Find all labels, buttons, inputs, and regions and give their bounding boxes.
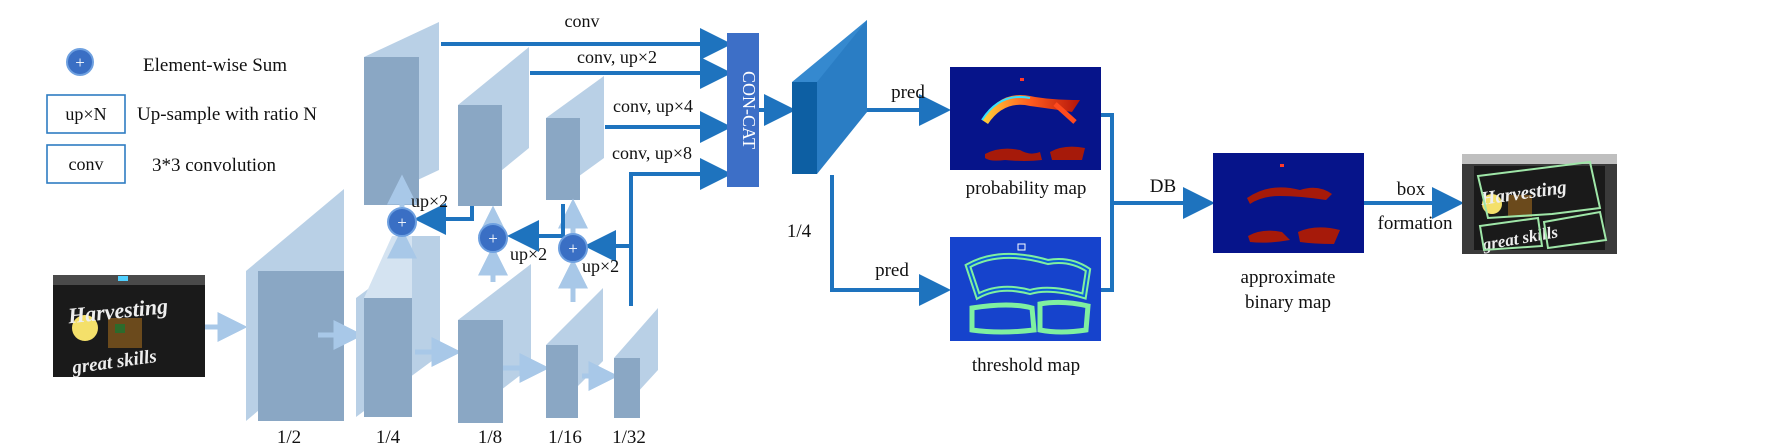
- fpn-block-3: [546, 76, 604, 200]
- binary-map-image: [1213, 153, 1364, 253]
- backbone-block-1-32: [614, 308, 658, 418]
- threshold-map-caption: threshold map: [972, 355, 1080, 376]
- sum-icon-plus: +: [75, 53, 85, 72]
- topdown-arrow-3: [414, 203, 474, 235]
- pred-arrow-bottom: [830, 175, 951, 306]
- fused-feature-block: [792, 20, 867, 174]
- pred-label-top: pred: [891, 82, 925, 103]
- legend-upsample-label: Up-sample with ratio N: [137, 104, 317, 125]
- probability-map-image: [950, 67, 1101, 170]
- sum-node-1-plus: +: [397, 213, 407, 232]
- sum-node-3-plus: +: [568, 239, 578, 258]
- fpn-block-2: [458, 47, 529, 206]
- concat-label-conv-up8: conv, up×8: [612, 143, 692, 163]
- output-image: Harvesting great skills: [1462, 154, 1617, 254]
- backbone-block-1-4: [356, 236, 440, 417]
- scale-label-1-32: 1/32: [612, 427, 646, 447]
- fpn-block-1: [364, 22, 439, 205]
- pred-label-bottom: pred: [875, 260, 909, 281]
- db-bracket-top: [1101, 113, 1114, 203]
- scale-label-1-2: 1/2: [277, 427, 301, 447]
- conv-legend-box: [46, 144, 126, 184]
- sum-node-3-circle: [558, 233, 588, 263]
- concat-label-conv-up4: conv, up×4: [613, 96, 693, 116]
- concat-arrow-conv-up8: [629, 158, 732, 306]
- db-bracket-bottom: [1101, 203, 1114, 292]
- concat-label-conv: conv: [565, 11, 600, 31]
- sum-node-2: +: [478, 223, 508, 253]
- conv-legend-box-text: conv: [69, 154, 104, 174]
- merge-label-3: up×2: [582, 256, 619, 276]
- box-formation-label-line1: box: [1397, 179, 1426, 200]
- concat-block: [727, 33, 759, 187]
- sum-node-3: +: [558, 233, 588, 263]
- feature-scale-label: 1/4: [787, 221, 812, 242]
- box-formation-label-line2: formation: [1378, 213, 1453, 234]
- backbone-block-1-16: [546, 288, 603, 418]
- probability-map-caption: probability map: [966, 178, 1087, 199]
- concat-label: CON-CAT: [739, 71, 759, 149]
- upsample-legend-box-text: up×N: [65, 104, 106, 124]
- scale-label-1-8: 1/8: [478, 427, 502, 447]
- legend: + Element-wise Sum up×N Up-sample with r…: [46, 48, 317, 184]
- legend-sum-label: Element-wise Sum: [143, 55, 287, 76]
- scale-label-1-4: 1/4: [376, 427, 401, 447]
- backbone-block-1-8: [458, 264, 531, 423]
- merge-label-1: up×2: [411, 191, 448, 211]
- sum-node-2-plus: +: [488, 229, 498, 248]
- sum-icon: [66, 48, 94, 76]
- binary-map-caption-line1: approximate: [1241, 267, 1336, 288]
- scale-label-1-16: 1/16: [548, 427, 582, 447]
- upsample-legend-box: [46, 94, 126, 134]
- sum-node-1: +: [387, 207, 417, 237]
- binary-map-caption-line2: binary map: [1245, 292, 1331, 313]
- sum-node-2-circle: [478, 223, 508, 253]
- legend-conv-label: 3*3 convolution: [152, 155, 277, 176]
- merge-label-2: up×2: [510, 244, 547, 264]
- input-image: Harvesting great skills: [53, 275, 205, 379]
- topdown-arrow-2: [507, 204, 565, 252]
- db-label: DB: [1150, 176, 1176, 197]
- concat-label-conv-up2: conv, up×2: [577, 47, 657, 67]
- threshold-map-image: [950, 237, 1101, 341]
- backbone-block-1-2: [246, 189, 344, 421]
- sum-node-1-circle: [387, 207, 417, 237]
